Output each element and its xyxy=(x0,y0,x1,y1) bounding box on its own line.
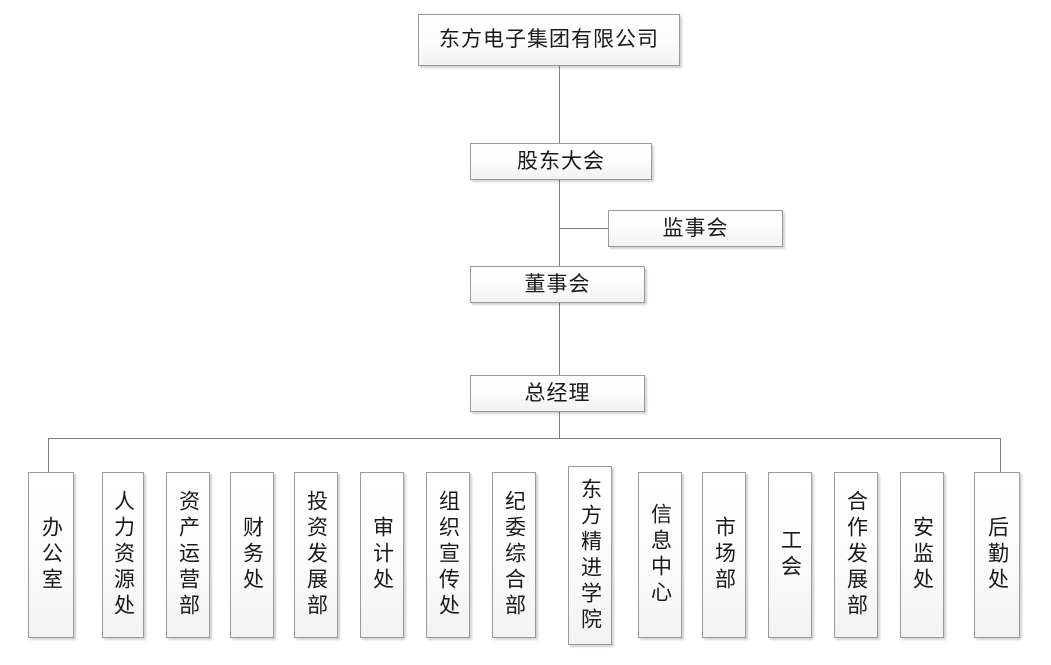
node-board-of-directors-label: 董事会 xyxy=(524,271,591,296)
node-board-of-directors[interactable]: 董事会 xyxy=(470,266,645,303)
connector-company-to-shareholders xyxy=(559,66,560,143)
node-board-of-supervisors[interactable]: 监事会 xyxy=(608,210,783,247)
node-department-10-label: 市场部 xyxy=(712,516,737,594)
node-shareholders-meeting[interactable]: 股东大会 xyxy=(470,143,652,180)
node-department-4-label: 投资发展部 xyxy=(304,490,329,620)
node-department-10[interactable]: 市场部 xyxy=(702,472,746,638)
connector-manager-to-distributor xyxy=(559,412,560,438)
node-department-11-label: 工会 xyxy=(778,529,803,581)
node-department-2[interactable]: 资产运营部 xyxy=(166,472,210,638)
node-department-2-label: 资产运营部 xyxy=(176,490,201,620)
node-department-13-label: 安监处 xyxy=(910,516,935,594)
node-department-4[interactable]: 投资发展部 xyxy=(294,472,338,638)
node-department-6[interactable]: 组织宣传处 xyxy=(426,472,470,638)
node-board-of-supervisors-label: 监事会 xyxy=(662,215,729,240)
node-department-6-label: 组织宣传处 xyxy=(436,490,461,620)
node-general-manager[interactable]: 总经理 xyxy=(470,375,645,412)
node-department-3-label: 财务处 xyxy=(240,516,265,594)
node-department-0[interactable]: 办公室 xyxy=(28,472,74,638)
connector-department-distributor xyxy=(48,438,1001,439)
node-department-1[interactable]: 人力资源处 xyxy=(102,472,144,638)
node-company-label: 东方电子集团有限公司 xyxy=(439,27,659,52)
node-department-9-label: 信息中心 xyxy=(648,503,673,607)
node-department-14[interactable]: 后勤处 xyxy=(974,472,1020,638)
connector-shareholders-to-directors xyxy=(559,180,560,266)
node-department-8-label: 东方精进学院 xyxy=(578,477,603,634)
node-department-0-label: 办公室 xyxy=(39,516,64,594)
node-department-1-label: 人力资源处 xyxy=(111,490,136,620)
node-department-7[interactable]: 纪委综合部 xyxy=(492,472,536,638)
node-department-12-label: 合作发展部 xyxy=(844,490,869,620)
node-general-manager-label: 总经理 xyxy=(524,380,591,405)
connector-directors-to-manager xyxy=(559,303,560,376)
connector-drop-last-department xyxy=(1000,438,1001,472)
node-department-11[interactable]: 工会 xyxy=(768,472,812,638)
node-department-12[interactable]: 合作发展部 xyxy=(834,472,878,638)
node-company[interactable]: 东方电子集团有限公司 xyxy=(418,14,680,66)
node-department-5[interactable]: 审计处 xyxy=(360,472,404,638)
node-department-9[interactable]: 信息中心 xyxy=(638,472,682,638)
node-department-7-label: 纪委综合部 xyxy=(502,490,527,620)
node-department-13[interactable]: 安监处 xyxy=(900,472,944,638)
node-department-3[interactable]: 财务处 xyxy=(230,472,274,638)
node-department-8[interactable]: 东方精进学院 xyxy=(568,466,612,645)
node-shareholders-meeting-label: 股东大会 xyxy=(517,148,605,173)
connector-to-supervisors xyxy=(559,228,609,229)
node-department-14-label: 后勤处 xyxy=(985,516,1010,594)
node-department-5-label: 审计处 xyxy=(370,516,395,594)
connector-drop-first-department xyxy=(48,438,49,472)
